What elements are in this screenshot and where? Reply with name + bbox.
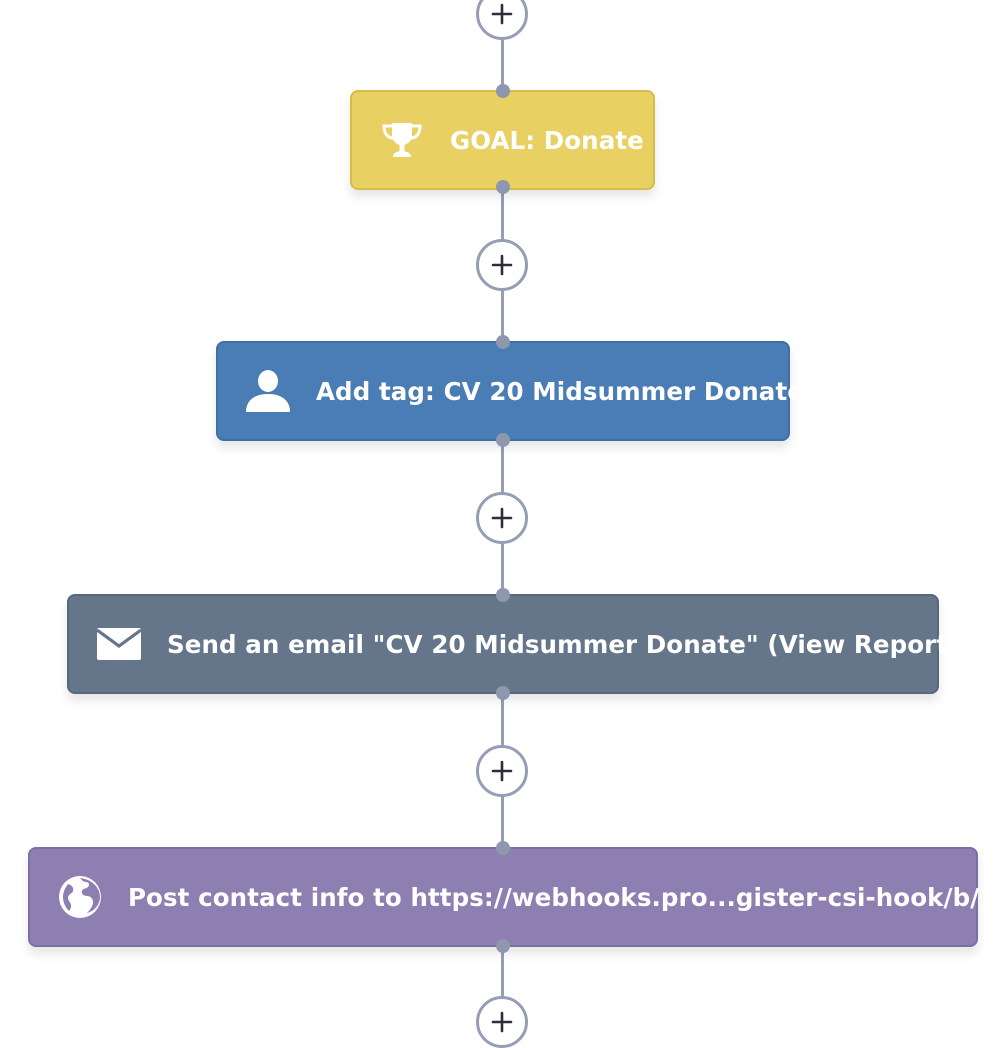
trophy-icon xyxy=(378,120,426,160)
user-icon xyxy=(244,369,292,413)
connector-dot xyxy=(496,433,510,447)
add-step-button[interactable] xyxy=(476,492,528,544)
envelope-icon xyxy=(95,627,143,661)
connector-dot xyxy=(496,841,510,855)
send-email-step[interactable]: Send an email "CV 20 Midsummer Donate" (… xyxy=(67,594,974,694)
add-tag-step-label: Add tag: CV 20 Midsummer Donate xyxy=(316,376,804,406)
add-step-button[interactable] xyxy=(476,745,528,797)
plus-icon xyxy=(491,760,513,782)
goal-step[interactable]: GOAL: Donate xyxy=(350,90,655,190)
plus-icon xyxy=(491,254,513,276)
webhook-step[interactable]: Post contact info to https://webhooks.pr… xyxy=(28,847,1006,947)
connector-line xyxy=(501,946,504,1024)
connector-dot xyxy=(496,84,510,98)
connector-dot xyxy=(496,588,510,602)
connector-line xyxy=(501,30,504,92)
add-step-button[interactable] xyxy=(476,0,528,40)
plus-icon xyxy=(491,1011,513,1033)
connector-dot xyxy=(496,335,510,349)
add-tag-step[interactable]: Add tag: CV 20 Midsummer Donate xyxy=(216,341,804,441)
webhook-step-label: Post contact info to https://webhooks.pr… xyxy=(128,882,1006,912)
add-step-button[interactable] xyxy=(476,239,528,291)
send-email-step-label: Send an email "CV 20 Midsummer Donate" (… xyxy=(167,629,975,659)
add-step-button[interactable] xyxy=(476,996,528,1048)
globe-icon xyxy=(56,875,104,919)
goal-step-label: GOAL: Donate xyxy=(450,125,644,155)
connector-dot xyxy=(496,939,510,953)
connector-dot xyxy=(496,180,510,194)
plus-icon xyxy=(491,3,513,25)
connector-dot xyxy=(496,686,510,700)
plus-icon xyxy=(491,507,513,529)
